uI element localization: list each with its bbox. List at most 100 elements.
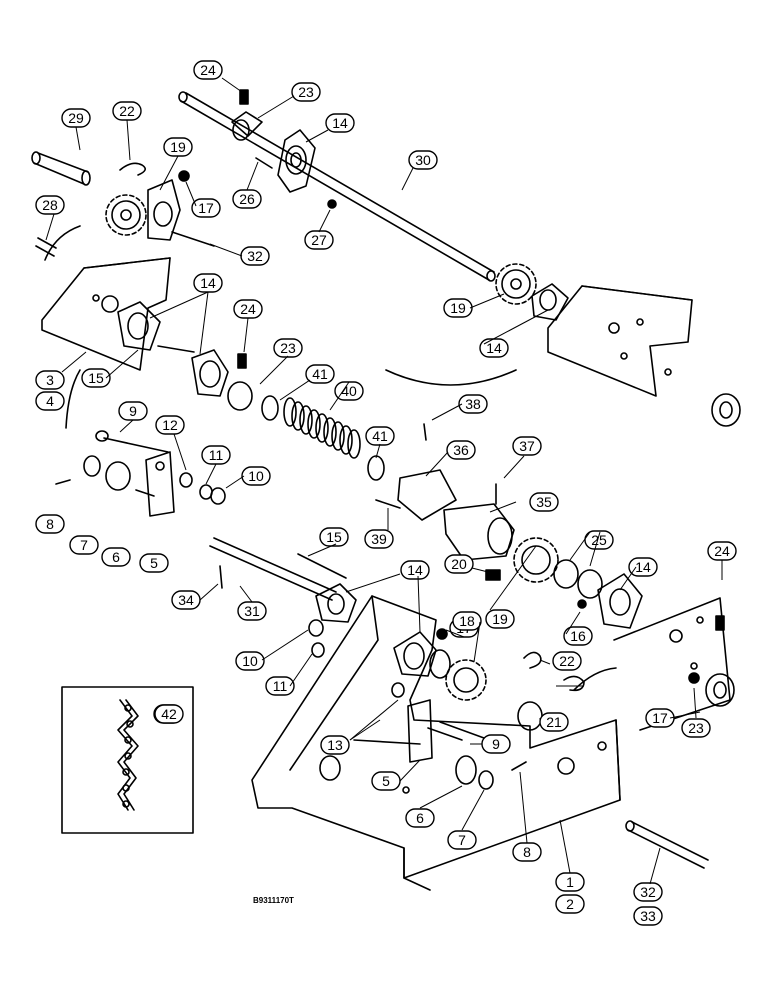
nut-10-left [210, 487, 226, 505]
mid-left-bearing-b [191, 349, 229, 397]
lower-idler-group [407, 699, 527, 790]
callout-bubble: 2 [555, 894, 585, 914]
callout-label: 22 [559, 653, 575, 669]
leader-line [61, 351, 87, 373]
leader-line [305, 129, 329, 143]
leader-line [105, 349, 139, 379]
callout-label: 19 [492, 611, 508, 627]
callout-label: 5 [150, 555, 158, 571]
callout-label: 9 [492, 736, 500, 752]
callout-label: 28 [42, 197, 58, 213]
leader-line [225, 475, 245, 489]
callout-label: 32 [247, 248, 263, 264]
callout-label: 3 [46, 372, 54, 388]
grease-fitting-38 [423, 423, 427, 441]
upper-left-sprocket [105, 194, 147, 236]
callout-label: 41 [372, 428, 388, 444]
inset-callout-label: 42 [161, 706, 177, 722]
leader-line [649, 847, 661, 885]
callout-label: 20 [451, 556, 467, 572]
bolt-32 [171, 231, 215, 247]
leader-line [399, 759, 421, 782]
callout-bubble: 29 [61, 108, 91, 128]
leader-line [375, 443, 381, 459]
callout-label: 17 [198, 200, 214, 216]
collar-25a [553, 559, 579, 589]
leader-line [259, 355, 289, 385]
leader-line [349, 699, 399, 741]
leader-line [45, 213, 55, 241]
leader-line [349, 719, 381, 741]
callout-label: 30 [415, 152, 431, 168]
callout-bubble: 32 [240, 246, 270, 266]
callout-label: 5 [382, 773, 390, 789]
callout-bubble: 18 [452, 611, 482, 631]
leader-line [159, 155, 179, 191]
callout-label: 14 [407, 562, 423, 578]
callout-label: 1 [566, 874, 574, 890]
leader-line [461, 789, 485, 831]
frame-sprocket [445, 659, 487, 701]
callout-label: 22 [119, 103, 135, 119]
callout-label: 10 [242, 653, 258, 669]
callout-bubble: 19 [443, 298, 473, 318]
callout-label: 19 [450, 300, 466, 316]
callout-bubble: 21 [539, 712, 569, 732]
callout-label: 12 [162, 417, 178, 433]
callout-bubble: 4 [35, 391, 65, 411]
leader-line [503, 455, 525, 479]
pin-32-33 [625, 820, 709, 869]
callout-bubble: 24 [707, 541, 737, 561]
lower-shaft [209, 537, 337, 601]
right-lower-side-plate [613, 597, 735, 731]
callout-bubble: 38 [458, 394, 488, 414]
spacer-12 [179, 472, 193, 488]
callout-label: 14 [635, 559, 651, 575]
callout-label: 16 [570, 628, 586, 644]
callout-label: 41 [312, 366, 328, 382]
leader-line [345, 573, 401, 593]
callout-bubble: 41 [305, 364, 335, 384]
leader-line [417, 575, 421, 633]
lower-right-bearing [597, 573, 643, 629]
callout-label: 19 [170, 139, 186, 155]
callout-bubble: 17 [191, 198, 221, 218]
leader-line [669, 711, 701, 719]
leader-line [569, 531, 591, 561]
chain-inset [61, 686, 194, 834]
callout-bubble: 14 [400, 560, 430, 580]
callout-label: 11 [209, 447, 224, 463]
hub-assembly [397, 469, 515, 561]
lower-right-sprocket [513, 537, 559, 583]
leader-line [445, 629, 465, 638]
callout-bubble: 32 [633, 882, 663, 902]
leader-line [221, 77, 243, 93]
nut-17-upper [178, 170, 190, 182]
leader-line [489, 501, 517, 513]
callout-bubble: 28 [35, 195, 65, 215]
leader-line [519, 771, 528, 844]
callout-label: 33 [640, 908, 656, 924]
upper-right-sprocket [495, 263, 537, 305]
leader-line [565, 611, 581, 635]
left-side-bracket [41, 257, 171, 371]
washer-41-left [261, 395, 279, 421]
bushing-13 [391, 682, 405, 698]
callout-label: 13 [327, 737, 343, 753]
drawing-code: B9311170T [253, 896, 294, 905]
callout-label: 6 [416, 810, 424, 826]
callout-label: 39 [371, 531, 387, 547]
nut-16 [577, 599, 587, 609]
bushing-28 [35, 237, 57, 257]
pin-39 [375, 499, 401, 509]
callout-bubble: 19 [163, 137, 193, 157]
callout-bubble: 1 [555, 872, 585, 892]
mid-collar [227, 353, 253, 411]
leader-line [401, 167, 414, 191]
bolt-15-lower [297, 553, 347, 579]
callout-bubble: 6 [405, 808, 435, 828]
leader-line [489, 545, 537, 611]
swing-arrow-right [573, 667, 617, 691]
frame-bearing [393, 631, 437, 677]
callout-label: 8 [523, 844, 531, 860]
